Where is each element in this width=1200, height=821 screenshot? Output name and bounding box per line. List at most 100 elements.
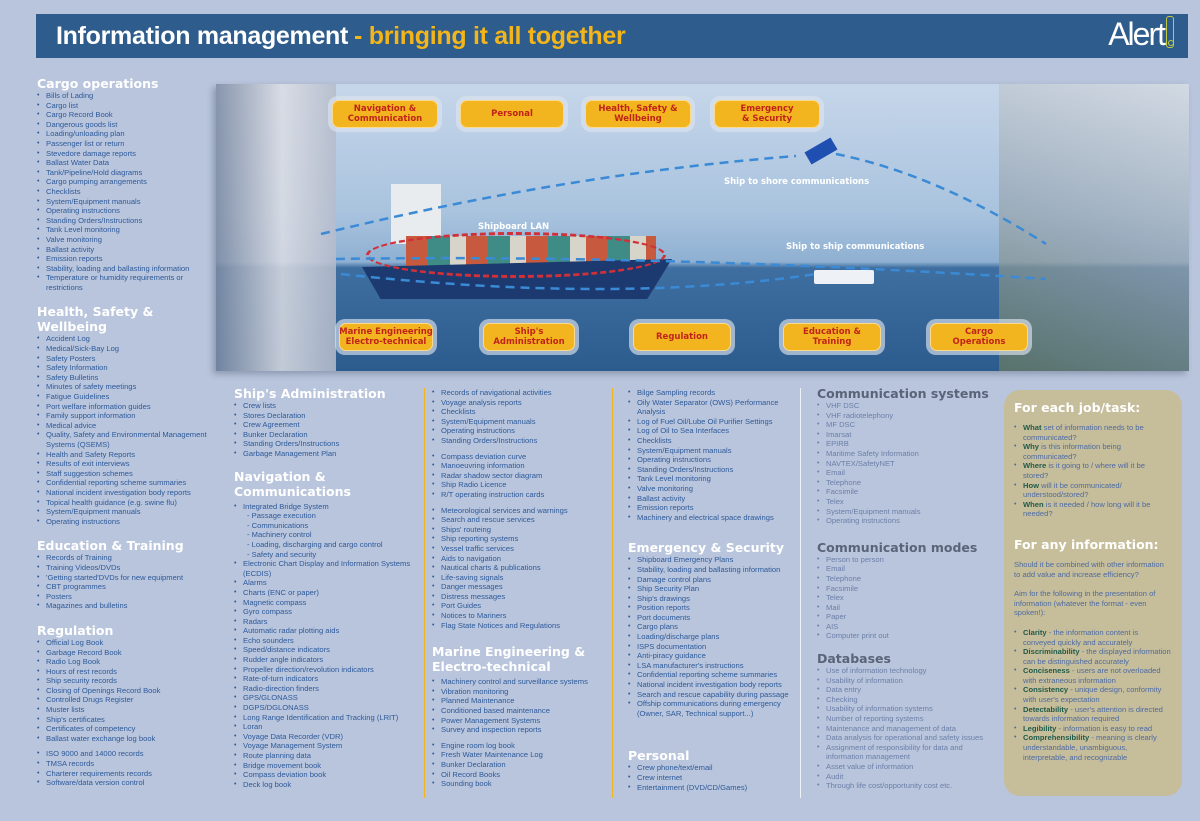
list-item: Voyage Data Recorder (VDR): [234, 732, 419, 742]
list-item: Emission reports: [37, 254, 212, 264]
list-item: Offship communications during emergency …: [628, 699, 798, 718]
bubble-label: Emergency & Security: [714, 100, 820, 128]
list-item: GPS/GLONASS: [234, 693, 419, 703]
list-item: Ship Radio Licence: [432, 480, 610, 490]
keyword: When: [1023, 499, 1044, 509]
alert-logo: Alert: [1108, 16, 1174, 53]
list-item: Fatigue Guidelines: [37, 392, 212, 402]
bubble-regulation: Regulation: [629, 319, 735, 355]
list-item: Official Log Book: [37, 638, 212, 648]
list-item: Checklists: [628, 436, 798, 446]
bubble-marine: Marine Engineering Electro-technical: [335, 319, 437, 355]
list-item: Facsimile: [817, 584, 992, 594]
list-item: Bunker Declaration: [432, 760, 610, 770]
list-item: Training Videos/DVDs: [37, 563, 212, 573]
bubble-label: Health, Safety & Wellbeing: [585, 100, 691, 128]
navigation-list: Integrated Bridge System: [234, 502, 419, 512]
list-item: Flag State Notices and Regulations: [432, 621, 610, 631]
list-item: - Communications: [247, 520, 309, 530]
databases-list: Use of information technologyUsability o…: [817, 666, 992, 791]
list-item: Operating instructions: [628, 455, 798, 465]
section-title: Personal: [628, 748, 690, 764]
list-item: VHF radiotelephony: [817, 411, 992, 421]
list-item: Emission reports: [628, 503, 798, 513]
list-item: ISO 9000 and 14000 records: [37, 749, 212, 759]
description: - users are not overloaded with extraneo…: [1023, 666, 1161, 685]
questions-list: What set of information needs to be comm…: [1014, 423, 1172, 519]
engineering-emergency-column: Bilge Sampling recordsOily Water Separat…: [628, 388, 798, 792]
list-item: Magnetic compass: [234, 598, 419, 608]
list-item: Valve monitoring: [37, 235, 212, 245]
list-item: Propeller direction/revolution indicator…: [234, 665, 419, 675]
list-item: Automatic radar plotting aids: [234, 626, 419, 636]
list-item: Why is this information being communicat…: [1014, 442, 1172, 461]
list-item: Log of Fuel Oil/Lube Oil Purifier Settin…: [628, 417, 798, 427]
ship-to-shore-label: Ship to shore communications: [724, 177, 870, 187]
list-item: NAVTEX/SafetyNET: [817, 459, 992, 469]
section-title: Cargo operations: [37, 76, 159, 91]
card-title-job: For each job/task:: [1014, 400, 1141, 415]
list-item: Entertainment (DVD/CD/Games): [628, 783, 798, 793]
navigation-continued-column: Records of navigational activitiesVoyage…: [432, 388, 610, 789]
list-item: Confidential reporting scheme summaries: [37, 478, 212, 488]
list-item: Power Management Systems: [432, 716, 610, 726]
list-item: DGPS/DGLONASS: [234, 703, 419, 713]
list-item: Machinery control and surveillance syste…: [432, 677, 610, 687]
section-education: Education & Training Records of Training…: [37, 538, 212, 611]
ferry-icon: [814, 270, 874, 284]
list-item: Usability of information: [817, 676, 992, 686]
list-item: Tank/Pipeline/Hold diagrams: [37, 168, 212, 178]
navigation-subitems: - Passage execution- Communications- Mac…: [234, 511, 419, 559]
officer-with-binoculars-image: [216, 84, 336, 371]
list-item: Ballast activity: [628, 494, 798, 504]
list-item: Crew phone/text/email: [628, 763, 798, 773]
list-item: Nautical charts & publications: [432, 563, 610, 573]
list-item: Clarity - the information content is con…: [1014, 628, 1172, 647]
list-item: Accident Log: [37, 334, 212, 344]
list-item: Maintenance and management of data: [817, 724, 992, 734]
keyword: Discriminability: [1023, 647, 1080, 657]
list-item: Crew lists: [234, 401, 419, 411]
divider: [424, 388, 425, 798]
keyword: Where: [1023, 461, 1047, 471]
list-item: Telephone: [817, 574, 992, 584]
bubble-label: Cargo Operations: [930, 323, 1028, 351]
list-item: Hours of rest records: [37, 667, 212, 677]
list-item: Cargo list: [37, 101, 212, 111]
list-item: 'Getting started'DVDs for new equipment: [37, 573, 212, 583]
list-item: LSA manufacturer's instructions: [628, 661, 798, 671]
section-title: Emergency & Security: [628, 540, 785, 556]
list-item: Bills of Lading: [37, 91, 212, 101]
list-item: AIS: [817, 622, 992, 632]
bubble-education: Education & Training: [779, 319, 885, 355]
bubble-cargo: Cargo Operations: [926, 319, 1032, 355]
list-item: Ships' routeing: [432, 525, 610, 535]
list-item: Alarms: [234, 578, 419, 588]
list-item: Records of Training: [37, 553, 212, 563]
education-list: Records of TrainingTraining Videos/DVDs'…: [37, 553, 212, 611]
list-item: Topical health guidance (e.g. swine flu): [37, 498, 212, 508]
list-item: Bunker Declaration: [234, 430, 419, 440]
admin-nav-column: Ship's Administration Crew listsStores D…: [234, 386, 419, 789]
list-item: Maritime Safety Information: [817, 449, 992, 459]
list-item: Route planning data: [234, 751, 419, 761]
list-item: Port documents: [628, 613, 798, 623]
section-title: Ship's Administration: [234, 386, 386, 401]
list-item: System/Equipment manuals: [432, 417, 610, 427]
list-item: Machinery and electrical space drawings: [628, 513, 798, 523]
list-item: Integrated Bridge System: [234, 502, 419, 512]
list-item: Engine room log book: [432, 741, 610, 751]
card-paragraph: Should it be combined with other informa…: [1014, 559, 1164, 579]
list-item: Port welfare information guides: [37, 402, 212, 412]
list-item: EPIRB: [817, 439, 992, 449]
list-item: Minutes of safety meetings: [37, 382, 212, 392]
list-item: Confidential reporting scheme summaries: [628, 670, 798, 680]
description: will it be communicated/ understood/stor…: [1023, 480, 1122, 500]
description: is this information being communicated?: [1023, 442, 1121, 461]
list-item: Danger messages: [432, 582, 610, 592]
list-item: Person to person: [817, 555, 992, 565]
page-title: Information management: [56, 21, 349, 50]
list-item: Standing Orders/Instructions: [628, 465, 798, 475]
list-item: System/Equipment manuals: [37, 197, 212, 207]
bubble-admin: Ship's Administration: [479, 319, 579, 355]
